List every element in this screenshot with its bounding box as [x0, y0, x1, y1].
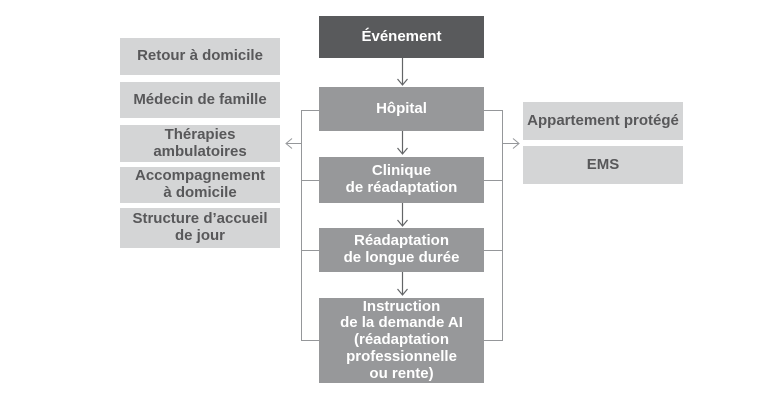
node-medecin-de-famille: Médecin de famille — [120, 82, 280, 118]
arrow-down-hopital-to-clinique — [397, 131, 408, 155]
node-readaptation-longue-duree: Réadaptation de longue durée — [319, 228, 484, 272]
left-bracket-lines — [301, 110, 319, 341]
node-retour-a-domicile: Retour à domicile — [120, 38, 280, 75]
node-therapies-ambulatoires: Thérapies ambulatoires — [120, 125, 280, 162]
arrow-right-to-options — [502, 138, 520, 149]
node-appartement-protege: Appartement protégé — [523, 102, 683, 140]
node-hopital: Hôpital — [319, 87, 484, 131]
arrow-down-clinique-to-readaptation — [397, 203, 408, 227]
node-ems: EMS — [523, 146, 683, 184]
node-instruction-demande-ai: Instruction de la demande AI (réadaptati… — [319, 298, 484, 383]
node-clinique-readaptation: Clinique de réadaptation — [319, 157, 484, 203]
node-evenement: Événement — [319, 16, 484, 58]
node-structure-accueil-de-jour: Structure d’accueil de jour — [120, 208, 280, 248]
node-accompagnement-a-domicile: Accompagnement à domicile — [120, 167, 280, 203]
right-bracket-lines — [483, 110, 503, 341]
arrow-down-event-to-hopital — [397, 58, 408, 86]
arrow-down-readaptation-to-instruction — [397, 272, 408, 296]
arrow-left-to-options — [285, 138, 302, 149]
